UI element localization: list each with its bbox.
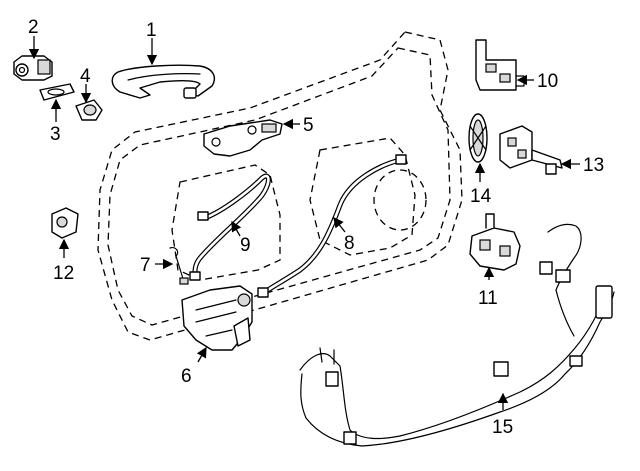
plug bbox=[75, 99, 103, 121]
callout-12: 12 bbox=[53, 263, 74, 284]
lock-cable bbox=[189, 173, 271, 281]
callout-14: 14 bbox=[470, 186, 492, 207]
outside-door-handle bbox=[111, 64, 216, 99]
callout-13: 13 bbox=[583, 155, 604, 176]
callout-8: 8 bbox=[344, 233, 355, 254]
callout-labels: 1 2 3 4 5 6 7 8 9 10 11 12 13 14 15 bbox=[28, 17, 604, 438]
mounting-bracket bbox=[475, 39, 525, 91]
release-cable-outer bbox=[257, 154, 407, 298]
leader-lines bbox=[28, 36, 580, 410]
wiring-harness bbox=[299, 223, 615, 447]
gasket bbox=[39, 83, 75, 101]
lock-cylinder bbox=[13, 55, 53, 81]
handle-bracket bbox=[203, 119, 283, 157]
door-check bbox=[499, 125, 563, 175]
callout-4: 4 bbox=[80, 66, 91, 87]
callout-2: 2 bbox=[28, 17, 39, 38]
callout-9: 9 bbox=[240, 235, 251, 256]
striker bbox=[51, 207, 79, 239]
callout-11: 11 bbox=[478, 288, 498, 309]
callout-6: 6 bbox=[181, 366, 192, 387]
callout-7: 7 bbox=[140, 255, 151, 276]
callout-10: 10 bbox=[537, 71, 558, 92]
mirror-seal bbox=[468, 113, 488, 163]
lock-rod-clip bbox=[169, 247, 189, 285]
callout-5: 5 bbox=[303, 115, 314, 136]
callout-1: 1 bbox=[146, 20, 157, 41]
door-latch bbox=[181, 285, 253, 351]
callout-15: 15 bbox=[492, 417, 513, 438]
door-outline bbox=[97, 31, 463, 341]
door-check-assembly bbox=[469, 213, 521, 271]
callout-3: 3 bbox=[50, 124, 61, 145]
